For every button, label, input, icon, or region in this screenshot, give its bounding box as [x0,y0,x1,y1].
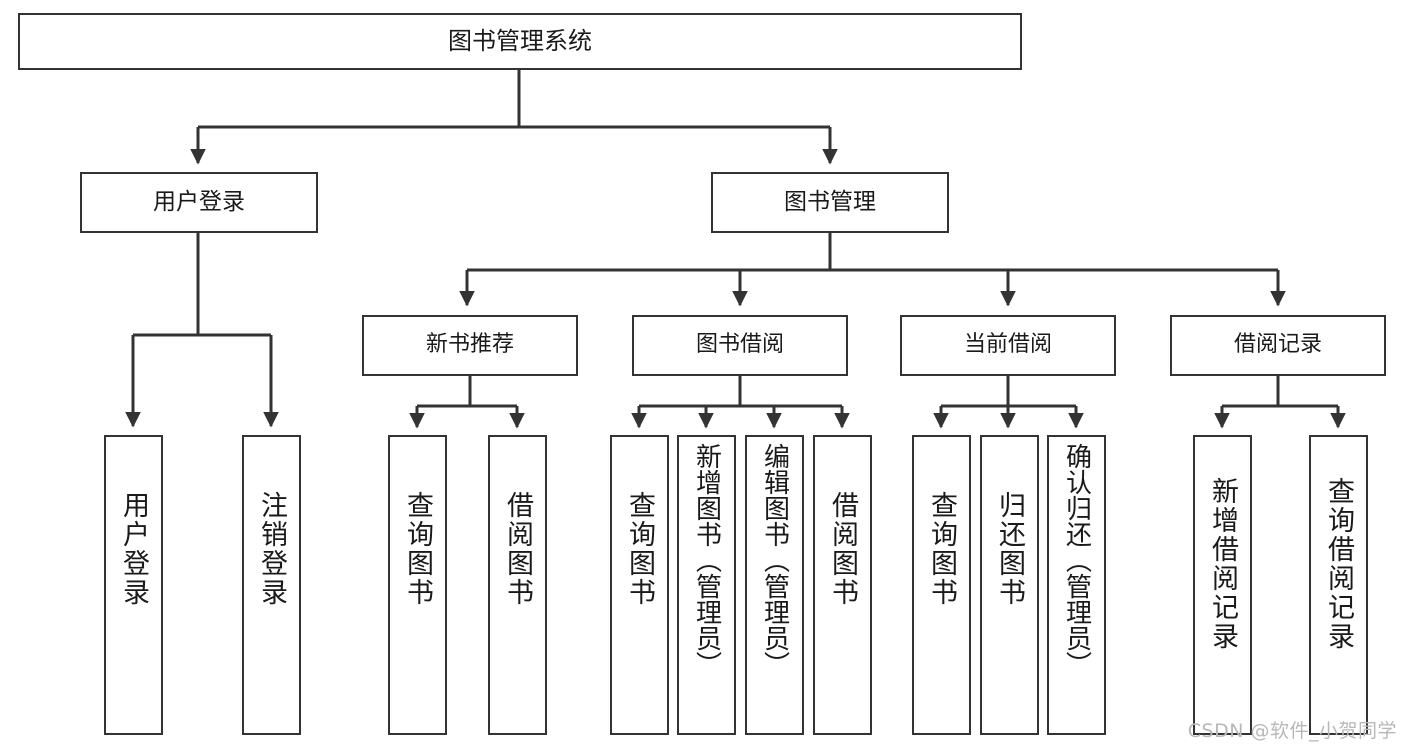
leaf-query-borrow-record[interactable]: 查询借阅记录 [1309,435,1368,735]
node-root-system[interactable]: 图书管理系统 [18,13,1022,70]
node-label: 图书管理 [784,188,876,215]
node-borrow-records[interactable]: 借阅记录 [1170,315,1386,376]
leaf-user-login[interactable]: 用户登录 [104,435,163,735]
leaf-logout[interactable]: 注销登录 [242,435,301,735]
node-label: 用户登录 [118,491,149,607]
node-label: 用户登录 [153,188,245,215]
node-user-login[interactable]: 用户登录 [80,172,318,233]
node-label: 新增图书（管理员） [691,443,722,677]
node-current-borrow[interactable]: 当前借阅 [900,315,1116,376]
leaf-query-books-borrow[interactable]: 查询图书 [610,435,669,735]
node-label: 注销登录 [256,491,287,607]
leaf-return-books[interactable]: 归还图书 [980,435,1039,735]
node-label: 查询图书 [402,491,433,607]
leaf-edit-book-admin[interactable]: 编辑图书（管理员） [745,435,804,735]
node-label: 查询借阅记录 [1323,477,1354,651]
node-label: 编辑图书（管理员） [759,443,790,677]
leaf-borrow-books-recommend[interactable]: 借阅图书 [488,435,547,735]
leaf-borrow-books[interactable]: 借阅图书 [813,435,872,735]
node-label: 当前借阅 [963,332,1052,358]
node-label: 查询图书 [926,491,957,607]
node-label: 借阅记录 [1233,332,1322,358]
node-label: 查询图书 [624,491,655,607]
node-label: 归还图书 [994,491,1025,607]
node-new-book-recommend[interactable]: 新书推荐 [362,315,578,376]
leaf-add-borrow-record[interactable]: 新增借阅记录 [1193,435,1252,735]
leaf-query-books-current[interactable]: 查询图书 [912,435,971,735]
node-label: 借阅图书 [502,491,533,607]
node-label: 新书推荐 [425,332,514,358]
node-label: 借阅图书 [827,491,858,607]
node-label: 图书借阅 [695,332,784,358]
leaf-query-books-recommend[interactable]: 查询图书 [388,435,447,735]
leaf-confirm-return-admin[interactable]: 确认归还（管理员） [1047,435,1106,735]
node-label: 图书管理系统 [448,27,592,56]
node-book-borrow[interactable]: 图书借阅 [632,315,848,376]
node-book-management[interactable]: 图书管理 [711,172,949,233]
node-label: 确认归还（管理员） [1061,443,1092,677]
node-label: 新增借阅记录 [1207,477,1238,651]
leaf-add-book-admin[interactable]: 新增图书（管理员） [677,435,736,735]
